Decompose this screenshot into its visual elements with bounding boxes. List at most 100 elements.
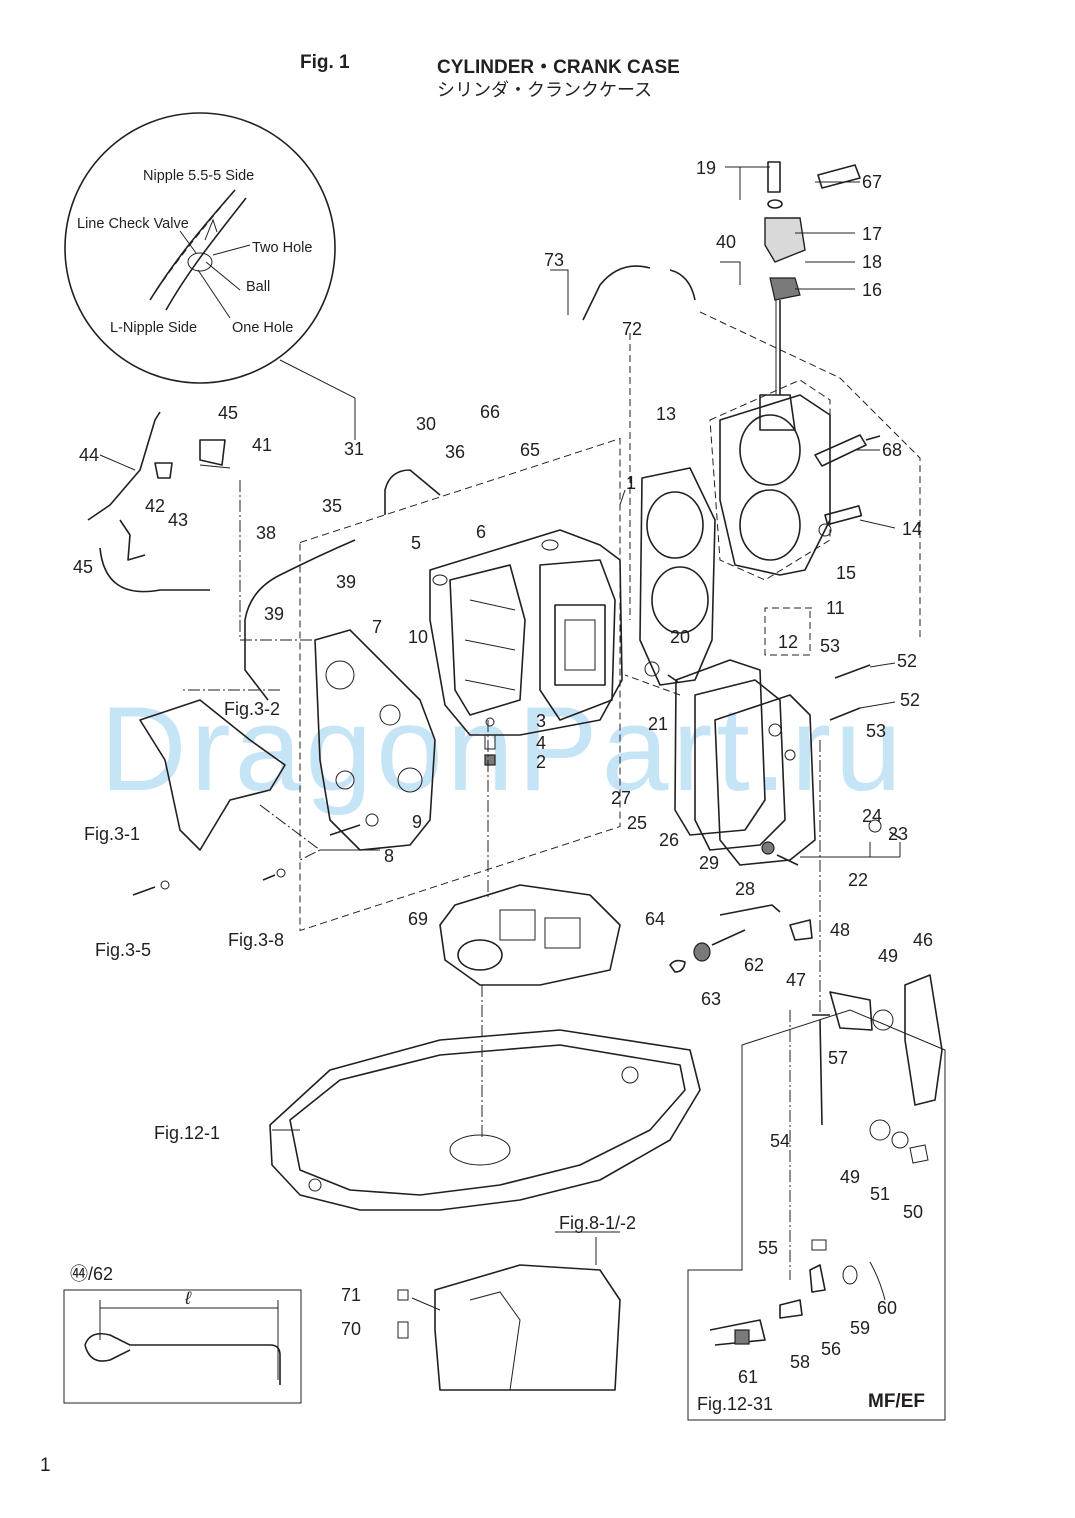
leader-lines [99,166,921,1311]
callout-48: 48 [830,920,850,940]
ref-fig-12-31: Fig.12-31 [697,1394,773,1414]
callout-53-lower: 53 [866,721,886,741]
lower-casing [397,1264,621,1391]
watermark: DragonPart.ru [100,682,906,816]
callout-7: 7 [372,617,382,637]
detail-label-line-check-valve: Line Check Valve [77,216,189,232]
callout-11: 11 [826,598,845,618]
callout-52-lower: 52 [900,690,920,710]
callout-21: 21 [648,714,668,734]
callout-35: 35 [322,496,342,516]
callout-71: 71 [341,1285,361,1305]
callout-22: 22 [848,870,868,890]
figure-number: Fig. 1 [300,52,350,73]
thermostat-cover [764,161,861,395]
hose-38 [244,539,356,701]
throttle-linkage [87,411,226,593]
shift-mechanism [669,904,943,1251]
adaptor-gasket [439,884,621,986]
callout-9: 9 [412,812,422,832]
ref-fig-8-1-2: Fig.8-1/-2 [559,1213,636,1233]
detail-label-ball: Ball [246,279,270,295]
hose-30 [384,469,441,515]
ref-fig-3-2: Fig.3-2 [224,699,280,719]
callout-73: 73 [544,250,564,270]
cylinder-crankcase-assembly [429,529,623,736]
callout-53-upper: 53 [820,636,840,656]
callout-39-lower: 39 [264,604,284,624]
callout-44: 44 [79,445,99,465]
figure-references: Fig.3-2 Fig.3-1 Fig.3-5 Fig.3-8 Fig.12-1… [84,699,773,1414]
callout-63: 63 [701,989,721,1009]
callout-69: 69 [408,909,428,929]
callout-30: 30 [416,414,436,434]
callout-57: 57 [828,1048,848,1068]
callout-5: 5 [411,533,421,553]
callout-31: 31 [344,439,364,459]
fasteners [132,505,901,896]
callout-72: 72 [622,319,642,339]
callout-20: 20 [670,627,690,647]
callout-65: 65 [520,440,540,460]
ref-fig-12-1: Fig.12-1 [154,1123,220,1143]
callout-49-upper: 49 [878,946,898,966]
length-dimension-inset: ㊹/62 ℓ [63,1264,302,1404]
ref-fig-3-1: Fig.3-1 [84,824,140,844]
exhaust-cover-gaskets [674,659,816,866]
callout-45-upper: 45 [218,403,238,423]
detail-label-one-hole: One Hole [232,320,293,336]
callout-8: 8 [384,846,394,866]
crank-case-half [314,629,436,851]
callout-58: 58 [790,1352,810,1372]
callout-66: 66 [480,402,500,422]
callout-6: 6 [476,522,486,542]
callout-38: 38 [256,523,276,543]
callout-55: 55 [758,1238,778,1258]
callout-45-lower: 45 [73,557,93,577]
cylinder-head-gasket [639,467,716,686]
callout-10: 10 [408,627,428,647]
callout-15: 15 [836,563,856,583]
callout-41: 41 [252,435,272,455]
callout-16: 16 [862,280,882,300]
callout-12: 12 [778,632,798,652]
dimension-inset-title: ㊹/62 [70,1264,113,1284]
callout-62: 62 [744,955,764,975]
callout-70: 70 [341,1319,361,1339]
callout-52-upper: 52 [897,651,917,671]
callout-25: 25 [627,813,647,833]
callout-36: 36 [445,442,465,462]
fig-3-1-bracket [139,699,286,851]
length-symbol: ℓ [184,1288,192,1308]
callout-43: 43 [168,510,188,530]
callout-3: 3 [536,711,546,731]
callout-1: 1 [626,473,636,493]
callout-40: 40 [716,232,736,252]
bottom-cowling [269,1029,701,1211]
figure-title-japanese: シリンダ・クランクケース [437,80,653,101]
callout-23: 23 [888,824,908,844]
callout-29: 29 [699,853,719,873]
callout-26: 26 [659,830,679,850]
ref-fig-3-5: Fig.3-5 [95,940,151,960]
wire-lead-72 [582,265,651,321]
detail-label-two-hole: Two Hole [252,240,312,256]
callout-54: 54 [770,1131,790,1151]
callout-68: 68 [882,440,902,460]
callout-27: 27 [611,788,631,808]
page-number: 1 [40,1455,51,1476]
callout-61: 61 [738,1367,758,1387]
callout-59: 59 [850,1318,870,1338]
callout-46: 46 [913,930,933,950]
callout-18: 18 [862,252,882,272]
detail-label-l-nipple-side: L-Nipple Side [110,320,197,336]
assembly-boundary [299,437,621,932]
cylinder-head [719,394,831,576]
callout-56: 56 [821,1339,841,1359]
mf-ef-inset: MF/EF [687,1009,946,1421]
callout-4: 4 [536,733,546,753]
callout-19: 19 [696,158,716,178]
callout-60: 60 [877,1298,897,1318]
callout-67: 67 [862,172,882,192]
callout-17: 17 [862,224,882,244]
